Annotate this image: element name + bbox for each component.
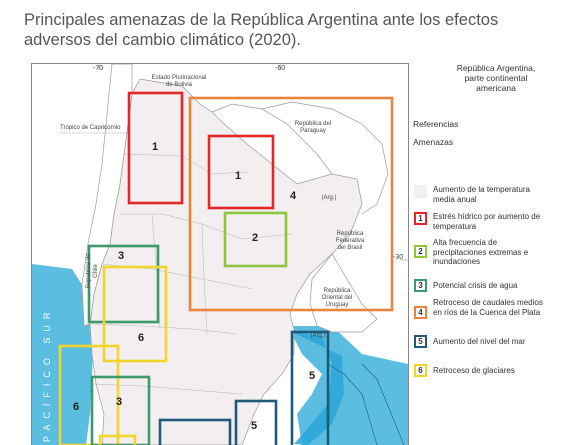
zone-1-box-a: [127, 91, 184, 205]
zone-number-2: 2: [252, 232, 259, 244]
legend-swatch-temperature: [414, 185, 427, 198]
zone-number-3b: 3: [116, 396, 123, 408]
map-frame: -70 -60 -30 Estado Plurinacional de Boli…: [31, 63, 409, 445]
legend-referencias: Referencias: [413, 119, 459, 129]
legend-header-line-3: americana: [476, 83, 516, 93]
zone-number-3a: 3: [118, 250, 125, 262]
legend-item-6: 6 Retroceso de glaciares: [414, 364, 574, 377]
rio-de-la-plata: [292, 332, 344, 445]
zone-2-box: [223, 211, 288, 268]
legend-swatch-1: 1: [414, 212, 427, 225]
legend-item-4: 4 Retroceso de caudales medios en ríos d…: [414, 298, 574, 319]
legend-label-1: Estrés hídrico por aumento de temperatur…: [433, 212, 541, 231]
brasil-border: [261, 101, 389, 215]
graticule: [98, 64, 408, 261]
threat-zones: [58, 91, 394, 445]
label-arg-islands: (Arg.): [321, 195, 337, 201]
bathymetry-lines: [327, 363, 405, 445]
map-title: Principales amenazas de la República Arg…: [24, 10, 564, 50]
zone-4-box: [188, 96, 394, 312]
legend-label-4: Retroceso de caudales medios en ríos de …: [433, 298, 543, 317]
label-arg-sea: (Arg.): [310, 333, 326, 339]
coord-lon-70: -70: [93, 65, 104, 72]
legend-item-2: 2 Alta frecuencia de precipitaciones ext…: [414, 238, 574, 267]
title-line-1: Principales amenazas de la República Arg…: [24, 11, 499, 29]
label-brasil: República Federativa del Brasil: [335, 231, 365, 251]
zone-5-box-b: [234, 399, 278, 445]
ocean-label: PACÍFICO SUR: [42, 306, 52, 442]
atlantic-ocean: [288, 326, 408, 445]
map-canvas: [32, 64, 408, 445]
uruguay-border: [309, 253, 378, 333]
paraguay-border: [211, 103, 333, 175]
zone-number-6b: 6: [73, 401, 80, 413]
zone-5-box-a: [290, 330, 330, 445]
coord-lon-60: -60: [275, 65, 286, 72]
legend-label-5: Aumento del nivel del mar: [433, 337, 526, 346]
zone-6-box-a: [102, 265, 168, 363]
legend-swatch-3: 3: [414, 279, 427, 292]
pacific-ocean: [32, 264, 94, 445]
legend-header-line-1: República Argentina,: [456, 63, 536, 73]
label-bolivia: Estado Plurinacional de Bolivia: [151, 75, 207, 88]
label-paraguay: República del Paraguay: [294, 121, 332, 134]
legend-item-3: 3 Potencial crisis de agua: [414, 279, 574, 292]
legend-label-6: Retroceso de glaciares: [433, 366, 515, 375]
map-legend: República Argentina, parte continental a…: [413, 63, 573, 147]
legend-swatch-6: 6: [414, 364, 427, 377]
zone-3-box-b: [90, 375, 151, 445]
legend-swatch-4: 4: [414, 306, 427, 319]
zone-6-box-b: [58, 344, 120, 445]
legend-item-temperature: Aumento de la temperatura media anual: [414, 185, 574, 204]
zone-number-1b: 1: [235, 170, 242, 182]
zone-number-1a: 1: [152, 141, 159, 153]
zone-number-6a: 6: [138, 332, 145, 344]
zone-6-box-c: [98, 434, 137, 445]
zone-number-5a: 5: [309, 370, 316, 382]
coord-lat-30: -30: [393, 254, 404, 261]
legend-item-5: 5 Aumento del nivel del mar: [414, 335, 574, 348]
zone-number-5b: 5: [251, 420, 258, 432]
zone-3-box-a: [87, 244, 160, 324]
zone-1-box-b: [207, 134, 275, 210]
legend-swatch-2: 2: [414, 245, 427, 258]
legend-header: República Argentina, parte continental a…: [419, 63, 573, 93]
legend-item-1: 1 Estrés hídrico por aumento de temperat…: [414, 212, 574, 231]
label-tropico: Trópico de Capricornio: [60, 125, 121, 131]
legend-amenazas-heading: Amenazas: [413, 137, 454, 147]
label-chile: República de Chile: [86, 253, 99, 289]
zone-number-4: 4: [290, 190, 297, 202]
title-line-2: adversos del cambio climático (2020).: [24, 31, 301, 49]
label-uruguay: República Oriental del Uruguay: [321, 288, 353, 308]
legend-swatch-5: 5: [414, 335, 427, 348]
zone-5-box-c: [158, 418, 232, 445]
legend-label-2: Alta frecuencia de precipitaciones extre…: [433, 238, 529, 266]
legend-label-3: Potencial crisis de agua: [433, 281, 518, 290]
legend-label-temperature: Aumento de la temperatura media anual: [433, 185, 530, 204]
legend-header-line-2: parte continental: [464, 73, 528, 83]
